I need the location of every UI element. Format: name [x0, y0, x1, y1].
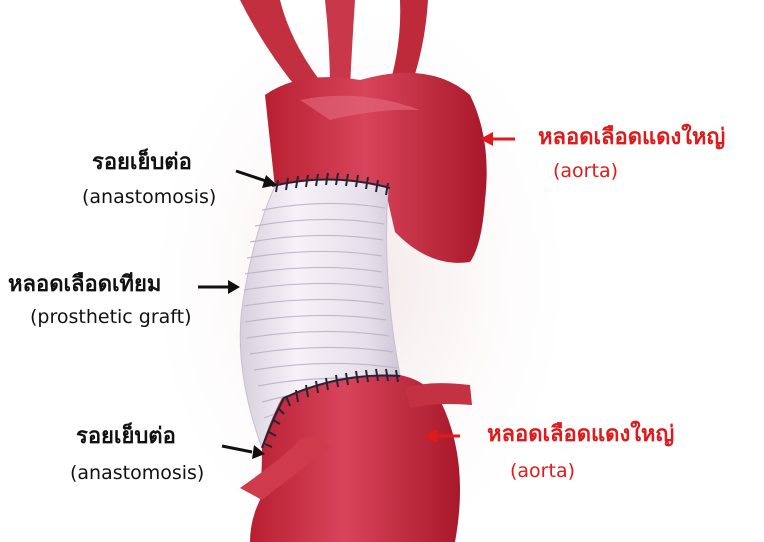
- label-graft-thai: หลอดเลือดเทียม: [8, 274, 161, 296]
- label-aorta-bottom-thai: หลอดเลือดแดงใหญ่: [487, 424, 674, 446]
- label-aorta-top-thai: หลอดเลือดแดงใหญ่: [538, 127, 725, 149]
- label-graft-en: (prosthetic graft): [30, 308, 192, 327]
- label-anastomosis-top-en: (anastomosis): [82, 188, 216, 207]
- label-anastomosis-bottom-en: (anastomosis): [70, 464, 204, 483]
- label-aorta-top-en: (aorta): [553, 162, 618, 181]
- label-aorta-bottom-en: (aorta): [510, 462, 575, 481]
- label-anastomosis-top-thai: รอยเย็บต่อ: [92, 152, 192, 174]
- label-anastomosis-bottom-thai: รอยเย็บต่อ: [76, 426, 176, 448]
